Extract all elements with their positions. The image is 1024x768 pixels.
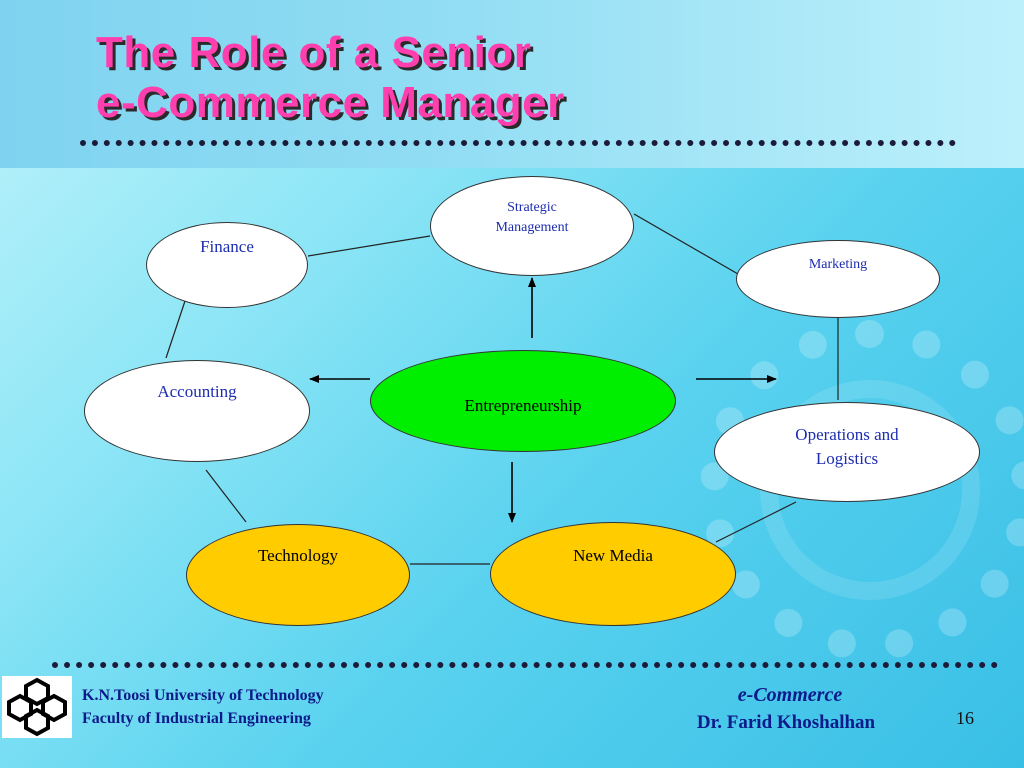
node-technology: Technology: [186, 524, 410, 626]
node-operations-line-2: Logistics: [815, 449, 879, 468]
footer-institution: K.N.Toosi University of Technology Facul…: [82, 684, 324, 730]
title-divider: [80, 140, 956, 146]
node-accounting: Accounting: [84, 360, 310, 462]
link-finance-accounting: [165, 297, 187, 359]
node-operations-line-1: Operations and: [795, 425, 899, 444]
node-marketing: Marketing: [736, 240, 940, 318]
node-strategic-management-line-1: Strategic: [507, 200, 557, 215]
page-number: 16: [956, 708, 974, 728]
link-accounting-technology: [205, 469, 247, 523]
node-strategic-management: Strategic Management: [430, 176, 634, 276]
node-new-media: New Media: [490, 522, 736, 626]
node-accounting-label: Accounting: [157, 382, 237, 401]
footer-course: e-Commerce: [737, 684, 843, 706]
footer-divider: [52, 662, 998, 668]
node-new-media-label: New Media: [573, 546, 653, 565]
link-strategic-marketing: [633, 213, 739, 275]
link-newmedia-operations: [715, 501, 797, 543]
node-entrepreneurship-label: Entrepreneurship: [464, 396, 582, 415]
node-technology-label: Technology: [257, 546, 338, 565]
university-logo-icon: [7, 677, 67, 737]
node-finance-label: Finance: [200, 237, 254, 256]
node-marketing-label: Marketing: [808, 257, 868, 272]
link-finance-strategic: [307, 235, 431, 257]
node-entrepreneurship: Entrepreneurship: [370, 350, 676, 452]
footer-author: Dr. Farid Khoshalhan: [696, 712, 876, 733]
footer-faculty: Faculty of Industrial Engineering: [82, 710, 311, 727]
node-finance: Finance: [146, 222, 308, 308]
university-logo: [2, 676, 72, 738]
node-operations-logistics: Operations and Logistics: [714, 402, 980, 502]
footer-university: K.N.Toosi University of Technology: [82, 687, 324, 704]
slide-title: The Role of a Senior e-Commerce Manager: [96, 28, 565, 128]
node-strategic-management-line-2: Management: [495, 220, 569, 235]
slide-title-line-2: e-Commerce Manager: [96, 78, 565, 127]
slide-title-line-1: The Role of a Senior: [96, 28, 532, 77]
